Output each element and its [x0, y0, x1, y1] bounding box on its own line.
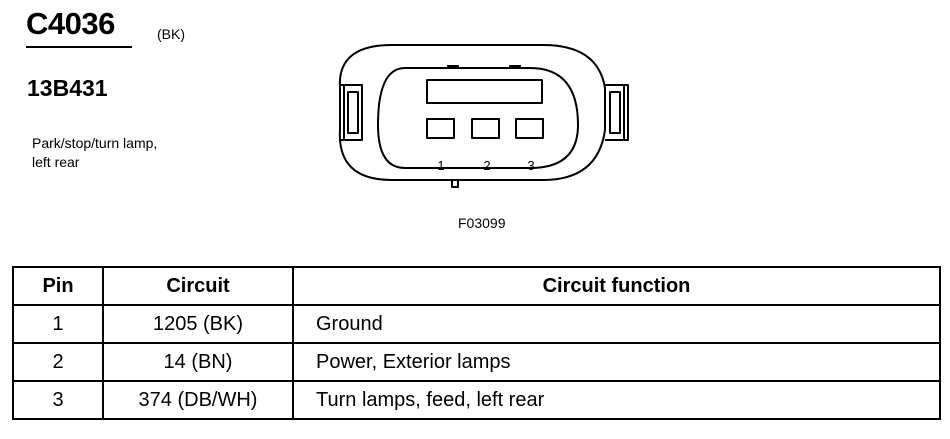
- connector-face-diagram: 1 2 3: [338, 44, 629, 188]
- pin-circuit-table: Pin Circuit Circuit function 1 1205 (BK)…: [12, 266, 941, 420]
- header-pin: Pin: [12, 266, 104, 306]
- connector-description: Park/stop/turn lamp, left rear: [32, 135, 158, 170]
- cell-circuit: 374 (DB/WH): [102, 380, 294, 420]
- cell-pin: 3: [12, 380, 104, 420]
- connector-outer-shell: [338, 44, 606, 181]
- table-row: 3 374 (DB/WH) Turn lamps, feed, left rea…: [12, 380, 941, 420]
- cell-pin: 1: [12, 304, 104, 344]
- table-row: 1 1205 (BK) Ground: [12, 304, 941, 344]
- terminal-cavity-1: [426, 118, 455, 139]
- table-header-row: Pin Circuit Circuit function: [12, 266, 941, 306]
- table-row: 2 14 (BN) Power, Exterior lamps: [12, 342, 941, 382]
- connector-bottom-key: [451, 180, 459, 188]
- cell-circuit: 14 (BN): [102, 342, 294, 382]
- terminal-cavity-2: [471, 118, 500, 139]
- connector-inner-housing: [377, 67, 579, 169]
- cell-function: Power, Exterior lamps: [292, 342, 941, 382]
- cell-function: Ground: [292, 304, 941, 344]
- connector-top-tab: [447, 65, 521, 68]
- cell-circuit: 1205 (BK): [102, 304, 294, 344]
- cell-pin: 2: [12, 342, 104, 382]
- pin-label-3: 3: [527, 158, 534, 173]
- terminal-cavity-3: [515, 118, 544, 139]
- connector-left-latch: [340, 84, 363, 141]
- pin-label-1: 1: [437, 158, 444, 173]
- connector-top-slot: [426, 79, 543, 104]
- cell-function: Turn lamps, feed, left rear: [292, 380, 941, 420]
- header-function: Circuit function: [292, 266, 941, 306]
- connector-right-latch: [605, 84, 629, 141]
- connector-id-underline: [26, 46, 132, 48]
- header-circuit: Circuit: [102, 266, 294, 306]
- pin-label-2: 2: [483, 158, 490, 173]
- connector-id: C4036: [26, 6, 115, 41]
- connector-color: (BK): [157, 26, 185, 42]
- part-number: 13B431: [27, 75, 108, 101]
- figure-code: F03099: [458, 215, 506, 231]
